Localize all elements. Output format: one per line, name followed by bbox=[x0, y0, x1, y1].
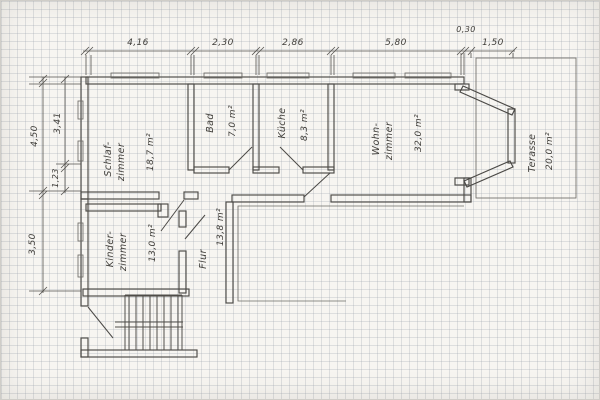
terrace-outline bbox=[475, 57, 577, 199]
wall bbox=[80, 198, 89, 307]
room-area-schlafzimmer: 18,7 m² bbox=[146, 133, 156, 171]
staircase bbox=[115, 294, 183, 350]
wall bbox=[178, 250, 187, 294]
door-swings bbox=[87, 146, 331, 339]
room-label-kinderzimmer: Kinder- bbox=[105, 231, 116, 268]
dim-left-total: 4,50 bbox=[30, 125, 40, 147]
room-area-terasse: 20,0 m² bbox=[545, 132, 555, 170]
wall bbox=[459, 85, 516, 116]
door-swing-bad bbox=[228, 146, 253, 171]
wall bbox=[85, 76, 465, 85]
room-label-wohnzimmer: Wohn- bbox=[371, 122, 382, 155]
wall bbox=[463, 177, 472, 203]
window-icon bbox=[352, 72, 396, 79]
window-markers bbox=[77, 72, 452, 278]
room-label-kueche: Küche bbox=[277, 107, 288, 138]
window-icon bbox=[77, 100, 84, 120]
left-dimension-lines: 4,50 3,41 1,23 3,50 bbox=[28, 74, 81, 296]
door-swing-kinderzimmer bbox=[184, 214, 206, 240]
room-label-kinderzimmer-2: zimmer bbox=[118, 232, 129, 272]
wall bbox=[85, 203, 162, 212]
wall bbox=[80, 349, 198, 358]
window-icon bbox=[77, 140, 84, 162]
room-area-kueche: 8,3 m² bbox=[300, 109, 310, 141]
window-icon bbox=[404, 72, 452, 79]
lower-building-outline bbox=[237, 205, 464, 302]
wall bbox=[178, 210, 187, 228]
door-swing-kueche bbox=[279, 146, 304, 171]
door-swing-entrance bbox=[87, 306, 114, 339]
room-area-wohnzimmer: 32,0 m² bbox=[414, 114, 424, 152]
top-dimension-line: 4,16 2,30 2,86 5,80 0,30 1,50 bbox=[80, 25, 518, 75]
window-icon bbox=[203, 72, 243, 79]
dim-left-lower: 1,23 bbox=[51, 168, 60, 187]
dim-left-upper: 3,41 bbox=[53, 112, 63, 134]
wall bbox=[252, 166, 280, 174]
wall bbox=[193, 166, 230, 174]
exterior-and-interior-walls bbox=[80, 76, 472, 358]
bay-window-walls bbox=[454, 83, 516, 203]
door-swing-schlafzimmer bbox=[160, 199, 185, 232]
wall bbox=[327, 83, 335, 171]
dimension-ticks bbox=[80, 46, 518, 56]
wall bbox=[507, 108, 516, 164]
room-area-flur: 13,8 m² bbox=[216, 208, 226, 246]
window-icon bbox=[77, 254, 84, 278]
window-icon bbox=[266, 72, 310, 79]
dim-top-6: 1,50 bbox=[482, 38, 504, 48]
window-icon bbox=[77, 222, 84, 242]
window-icon bbox=[110, 72, 160, 79]
dim-left-bottom: 3,50 bbox=[28, 233, 38, 255]
door-swing-wohnzimmer bbox=[303, 172, 331, 198]
room-area-kinderzimmer: 13,0 m² bbox=[148, 224, 158, 262]
wall bbox=[454, 83, 470, 91]
room-labels: Schlaf- zimmer 18,7 m² Bad 7,0 m² Küche … bbox=[103, 105, 555, 272]
wall bbox=[80, 76, 89, 200]
wall bbox=[187, 83, 195, 171]
dim-top-4: 5,80 bbox=[385, 38, 407, 48]
wall bbox=[252, 83, 260, 171]
wall bbox=[330, 194, 472, 203]
room-area-bad: 7,0 m² bbox=[228, 105, 238, 137]
wall bbox=[231, 194, 305, 203]
room-label-bad: Bad bbox=[205, 113, 216, 133]
wall bbox=[183, 191, 199, 200]
dim-top-1: 4,16 bbox=[127, 38, 149, 48]
wall bbox=[80, 337, 89, 358]
dim-top-3: 2,86 bbox=[282, 38, 304, 48]
wall bbox=[463, 160, 514, 188]
wall bbox=[454, 177, 470, 186]
room-label-schlafzimmer: Schlaf- bbox=[103, 141, 114, 176]
wall bbox=[225, 201, 234, 304]
room-label-flur: Flur bbox=[198, 248, 209, 268]
room-label-wohnzimmer-2: zimmer bbox=[384, 121, 395, 161]
dim-top-2: 2,30 bbox=[212, 38, 234, 48]
room-label-schlafzimmer-2: zimmer bbox=[116, 142, 127, 182]
wall bbox=[157, 203, 169, 218]
wall bbox=[80, 191, 160, 200]
room-label-terasse: Terasse bbox=[527, 134, 538, 173]
dim-top-5: 0,30 bbox=[456, 25, 475, 34]
